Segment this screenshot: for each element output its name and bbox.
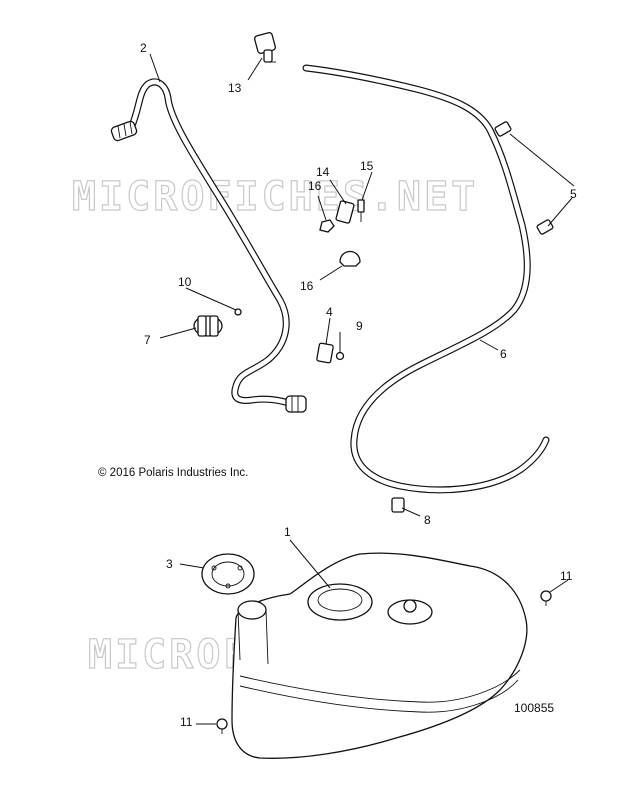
callout-10: 10 [178,275,192,289]
hose-connector-left [110,120,138,142]
copyright-text: © 2016 Polaris Industries Inc. [98,467,248,479]
vent-hose-left [110,78,307,413]
callout-9: 9 [356,319,363,333]
callout-14: 15 [360,159,374,173]
fuel-tank [231,552,528,759]
callout-6: 6 [500,347,507,361]
hose-clip-upper [494,121,512,137]
clamp-7 [193,315,223,337]
screw-11-right [540,590,552,606]
bolt-14 [357,199,365,222]
callout-12: 13 [228,81,242,95]
callout-13: 14 [316,165,330,179]
clamp-16 [339,250,361,267]
watermark-top: MICROFICHES.NET [72,174,478,220]
figure-number: 100855 [514,701,554,715]
callout-3: 3 [166,557,173,571]
bracket-13 [335,200,355,224]
callout-5: 5 [570,187,577,201]
screw-11-left [216,718,228,734]
callout-7: 7 [144,333,151,347]
callout-8: 8 [424,513,431,527]
callout-11-left: 11 [180,715,193,729]
vent-line-long [302,64,550,494]
hose-connector-right [285,395,307,413]
callout-11-right: 11 [560,569,573,583]
callout-15: 16 [308,179,322,193]
screw-10 [234,308,242,316]
callout-4: 4 [326,305,333,319]
leader-lines [149,53,575,725]
callout-2: 2 [140,41,147,55]
nut-9 [335,351,345,361]
nut-15 [319,219,335,233]
hose-clip-lower [536,219,554,235]
lock-ring-3 [201,553,255,595]
callout-1: 1 [284,525,291,539]
callout-16: 16 [300,279,314,293]
clip-8 [391,497,405,513]
vent-valve [254,32,276,63]
bracket-4 [316,342,334,364]
